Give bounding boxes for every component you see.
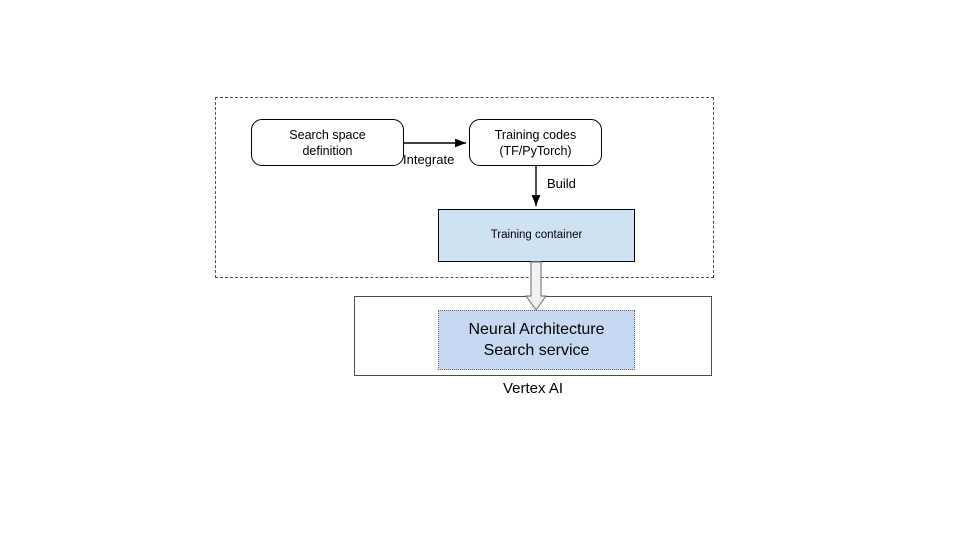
node-search-space-definition-label: Search space definition — [289, 127, 365, 159]
node-label-line-2: definition — [302, 143, 353, 158]
node-training-codes[interactable]: Training codes (TF/PyTorch) — [469, 119, 602, 166]
node-training-container-label: Training container — [490, 229, 583, 241]
node-label-line-2: (TF/PyTorch) — [499, 143, 572, 158]
node-search-space-definition[interactable]: Search space definition — [251, 119, 404, 166]
node-training-container[interactable]: Training container — [438, 209, 635, 262]
node-label-line-1: Neural Architecture — [468, 321, 605, 338]
node-label-line-2: Search service — [483, 342, 590, 359]
edge-label-integrate: Integrate — [403, 152, 455, 167]
user-side-dashed-group — [215, 97, 714, 278]
node-training-codes-label: Training codes (TF/PyTorch) — [495, 127, 577, 159]
vertex-ai-caption: Vertex AI — [502, 380, 564, 397]
node-neural-architecture-search-service[interactable]: Neural Architecture Search service — [438, 310, 635, 370]
edge-label-build: Build — [547, 176, 576, 191]
node-label-line-1: Training codes — [494, 127, 577, 142]
node-nas-label: Neural Architecture Search service — [468, 319, 604, 361]
node-label-line-1: Search space — [289, 127, 366, 142]
